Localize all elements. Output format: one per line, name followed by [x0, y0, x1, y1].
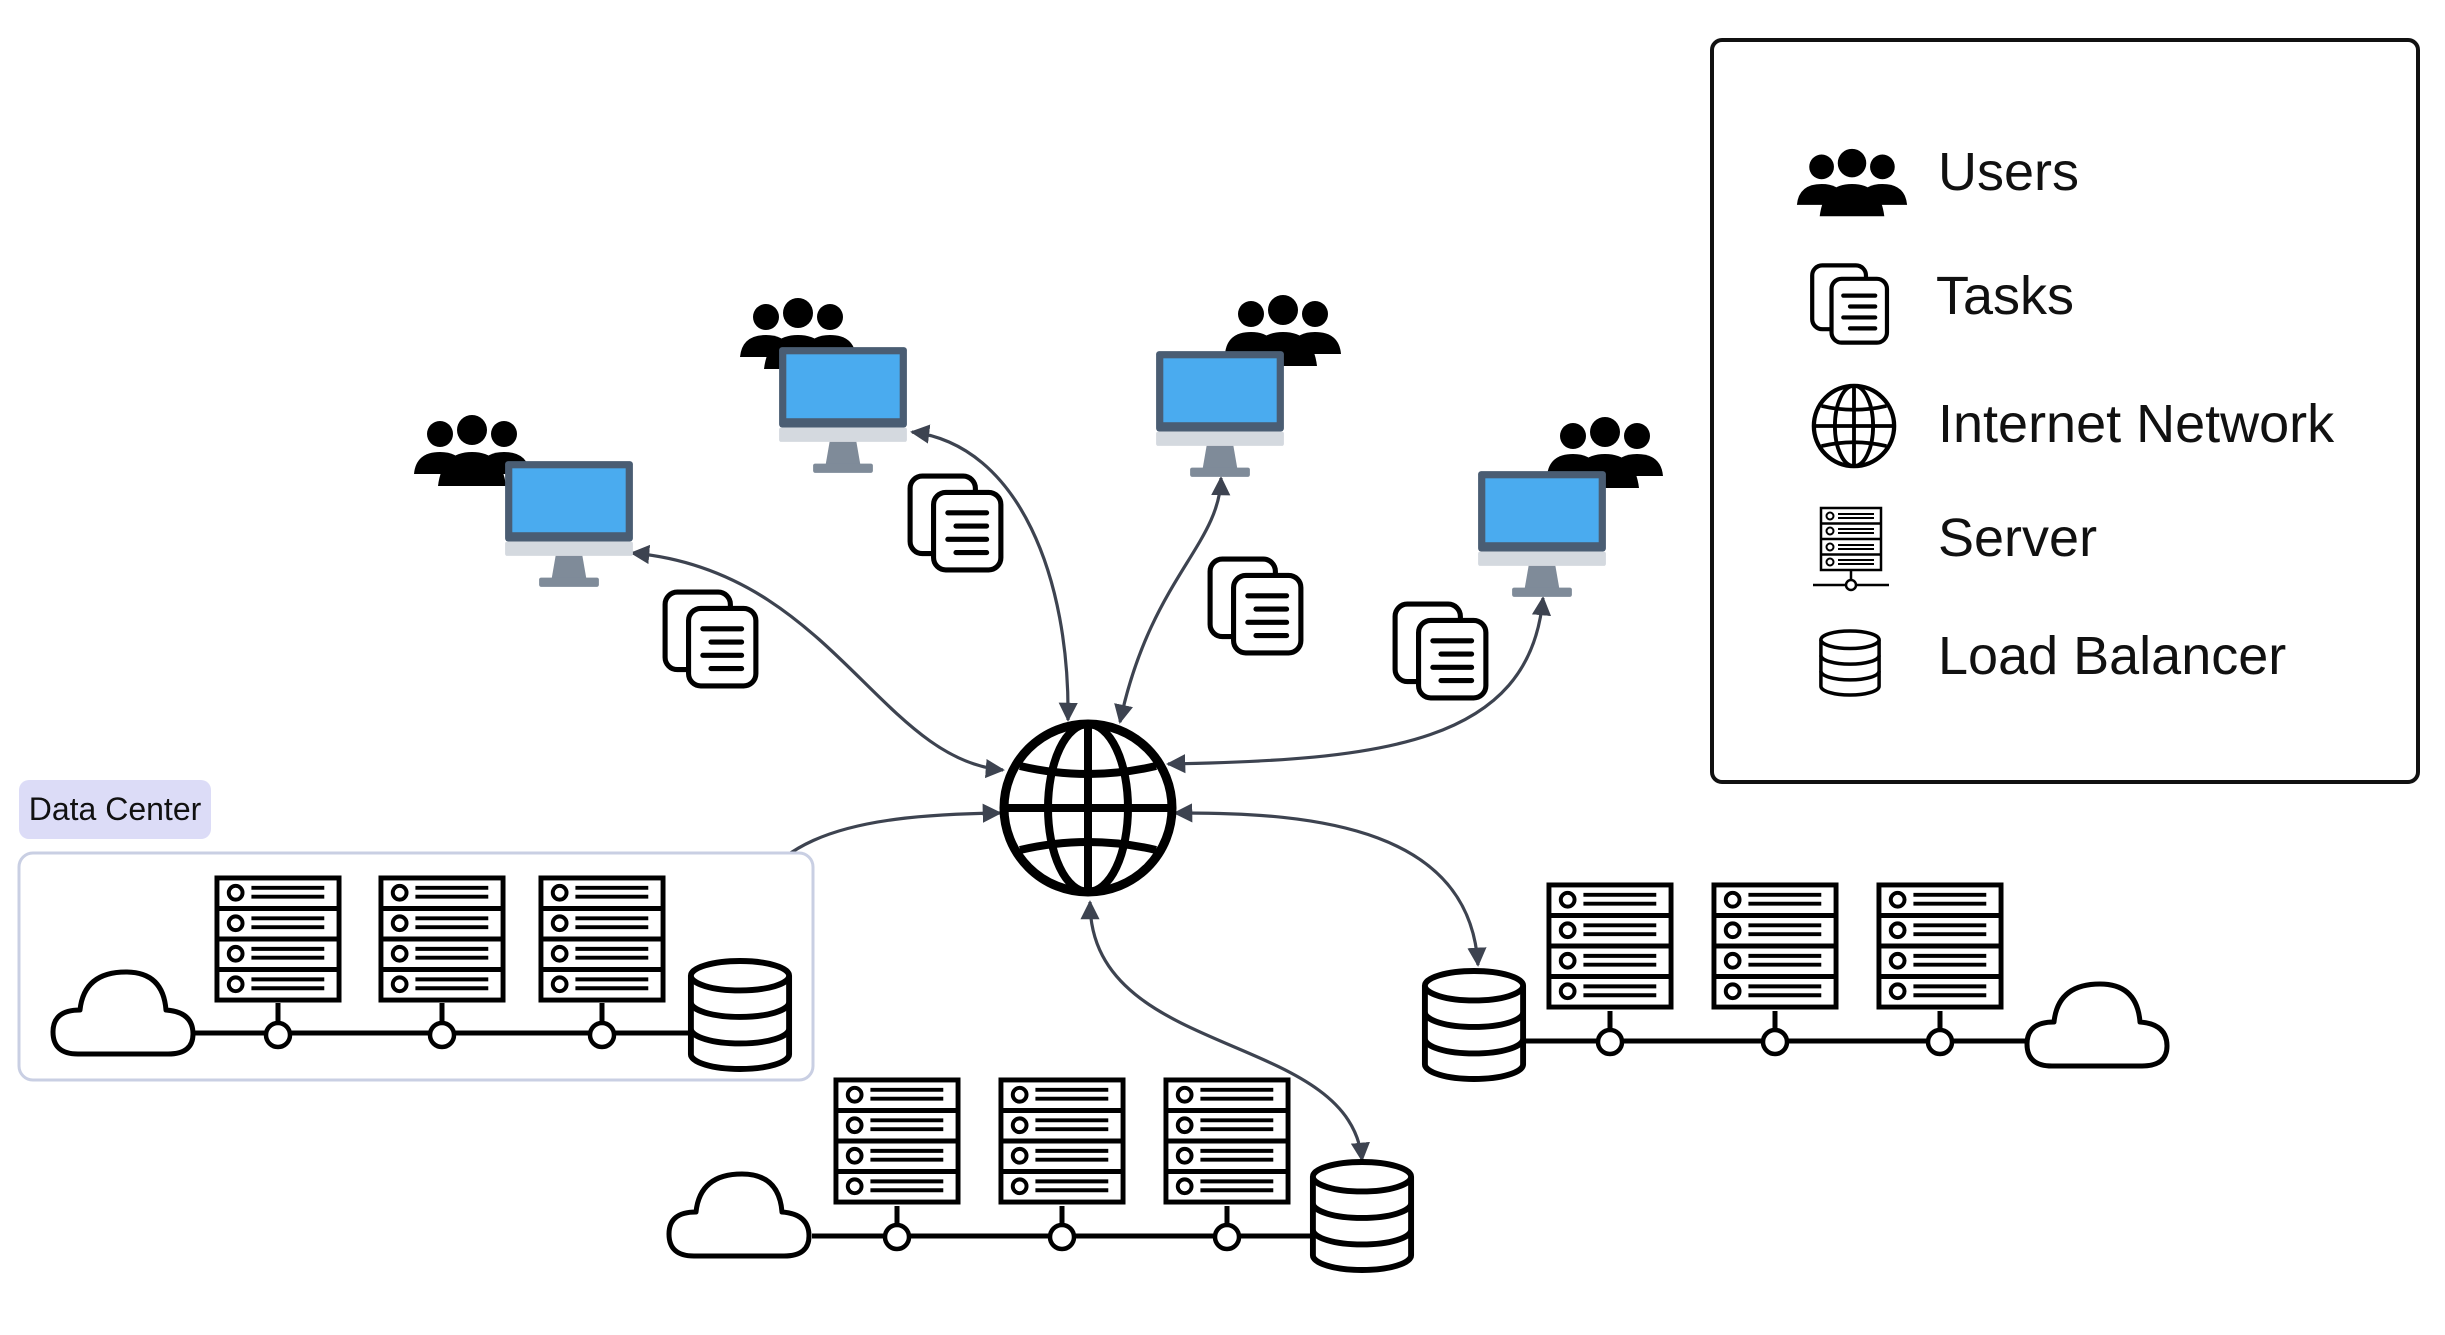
edge-globe-lb-east	[1173, 803, 1487, 967]
database-icon	[1313, 1162, 1411, 1270]
legend-label-tasks: Tasks	[1936, 266, 2074, 326]
server-icon	[381, 878, 503, 1000]
legend-label-load-balancer: Load Balancer	[1938, 626, 2286, 686]
monitor-icon	[505, 461, 633, 587]
network-node	[587, 1020, 617, 1050]
network-node	[1595, 1027, 1625, 1057]
network-node	[1760, 1027, 1790, 1057]
database-icon	[1425, 971, 1523, 1079]
server-icon	[217, 878, 339, 1000]
network-node	[263, 1020, 293, 1050]
network-node	[1047, 1222, 1077, 1252]
cluster-south	[669, 1080, 1411, 1270]
legend-label-users: Users	[1938, 142, 2079, 202]
tasks-icon	[1812, 265, 1887, 342]
cluster-east	[1425, 885, 2167, 1079]
user-station-4	[1478, 417, 1663, 597]
network-node	[1925, 1027, 1955, 1057]
server-icon	[1001, 1080, 1123, 1202]
legend-label-internet-network: Internet Network	[1938, 394, 2335, 454]
data-center-label: Data Center	[29, 791, 202, 827]
tasks-icon	[665, 592, 756, 686]
edge-globe-user-1	[630, 544, 1005, 779]
network-node	[427, 1020, 457, 1050]
cloud-icon	[2027, 984, 2167, 1066]
legend: Users Tasks Internet Network Server Load…	[1710, 38, 2420, 784]
user-station-3	[1156, 295, 1341, 477]
legend-box	[1710, 38, 2420, 784]
monitor-icon	[779, 347, 907, 473]
data-center-badge	[19, 780, 211, 839]
user-station-2	[740, 298, 907, 473]
edge-globe-user-2	[910, 424, 1078, 722]
tasks-icon	[1210, 559, 1301, 653]
server-icon	[1879, 885, 2001, 1007]
cloud-icon	[669, 1174, 809, 1256]
server-icon	[541, 878, 663, 1000]
server-icon	[1549, 885, 1671, 1007]
user-station-1	[414, 415, 633, 587]
globe-icon	[1814, 386, 1894, 466]
connections	[630, 424, 1552, 1162]
tasks-icon	[910, 476, 1001, 570]
server-icon	[836, 1080, 958, 1202]
globe-icon	[1004, 724, 1172, 892]
legend-label-server: Server	[1938, 508, 2097, 568]
server-icon	[1166, 1080, 1288, 1202]
database-icon	[691, 961, 789, 1069]
edge-globe-user-3	[1114, 476, 1231, 724]
monitor-icon	[1478, 471, 1606, 597]
edge-globe-user-4	[1166, 596, 1552, 774]
network-node	[1212, 1222, 1242, 1252]
database-icon	[1819, 629, 1881, 697]
edge-globe-lb-south	[1080, 900, 1370, 1162]
server-icon	[1714, 885, 1836, 1007]
monitor-icon	[1156, 351, 1284, 477]
data-center-west: Data Center	[17, 780, 815, 1082]
tasks-icon	[1395, 604, 1486, 698]
network-node	[882, 1222, 912, 1252]
